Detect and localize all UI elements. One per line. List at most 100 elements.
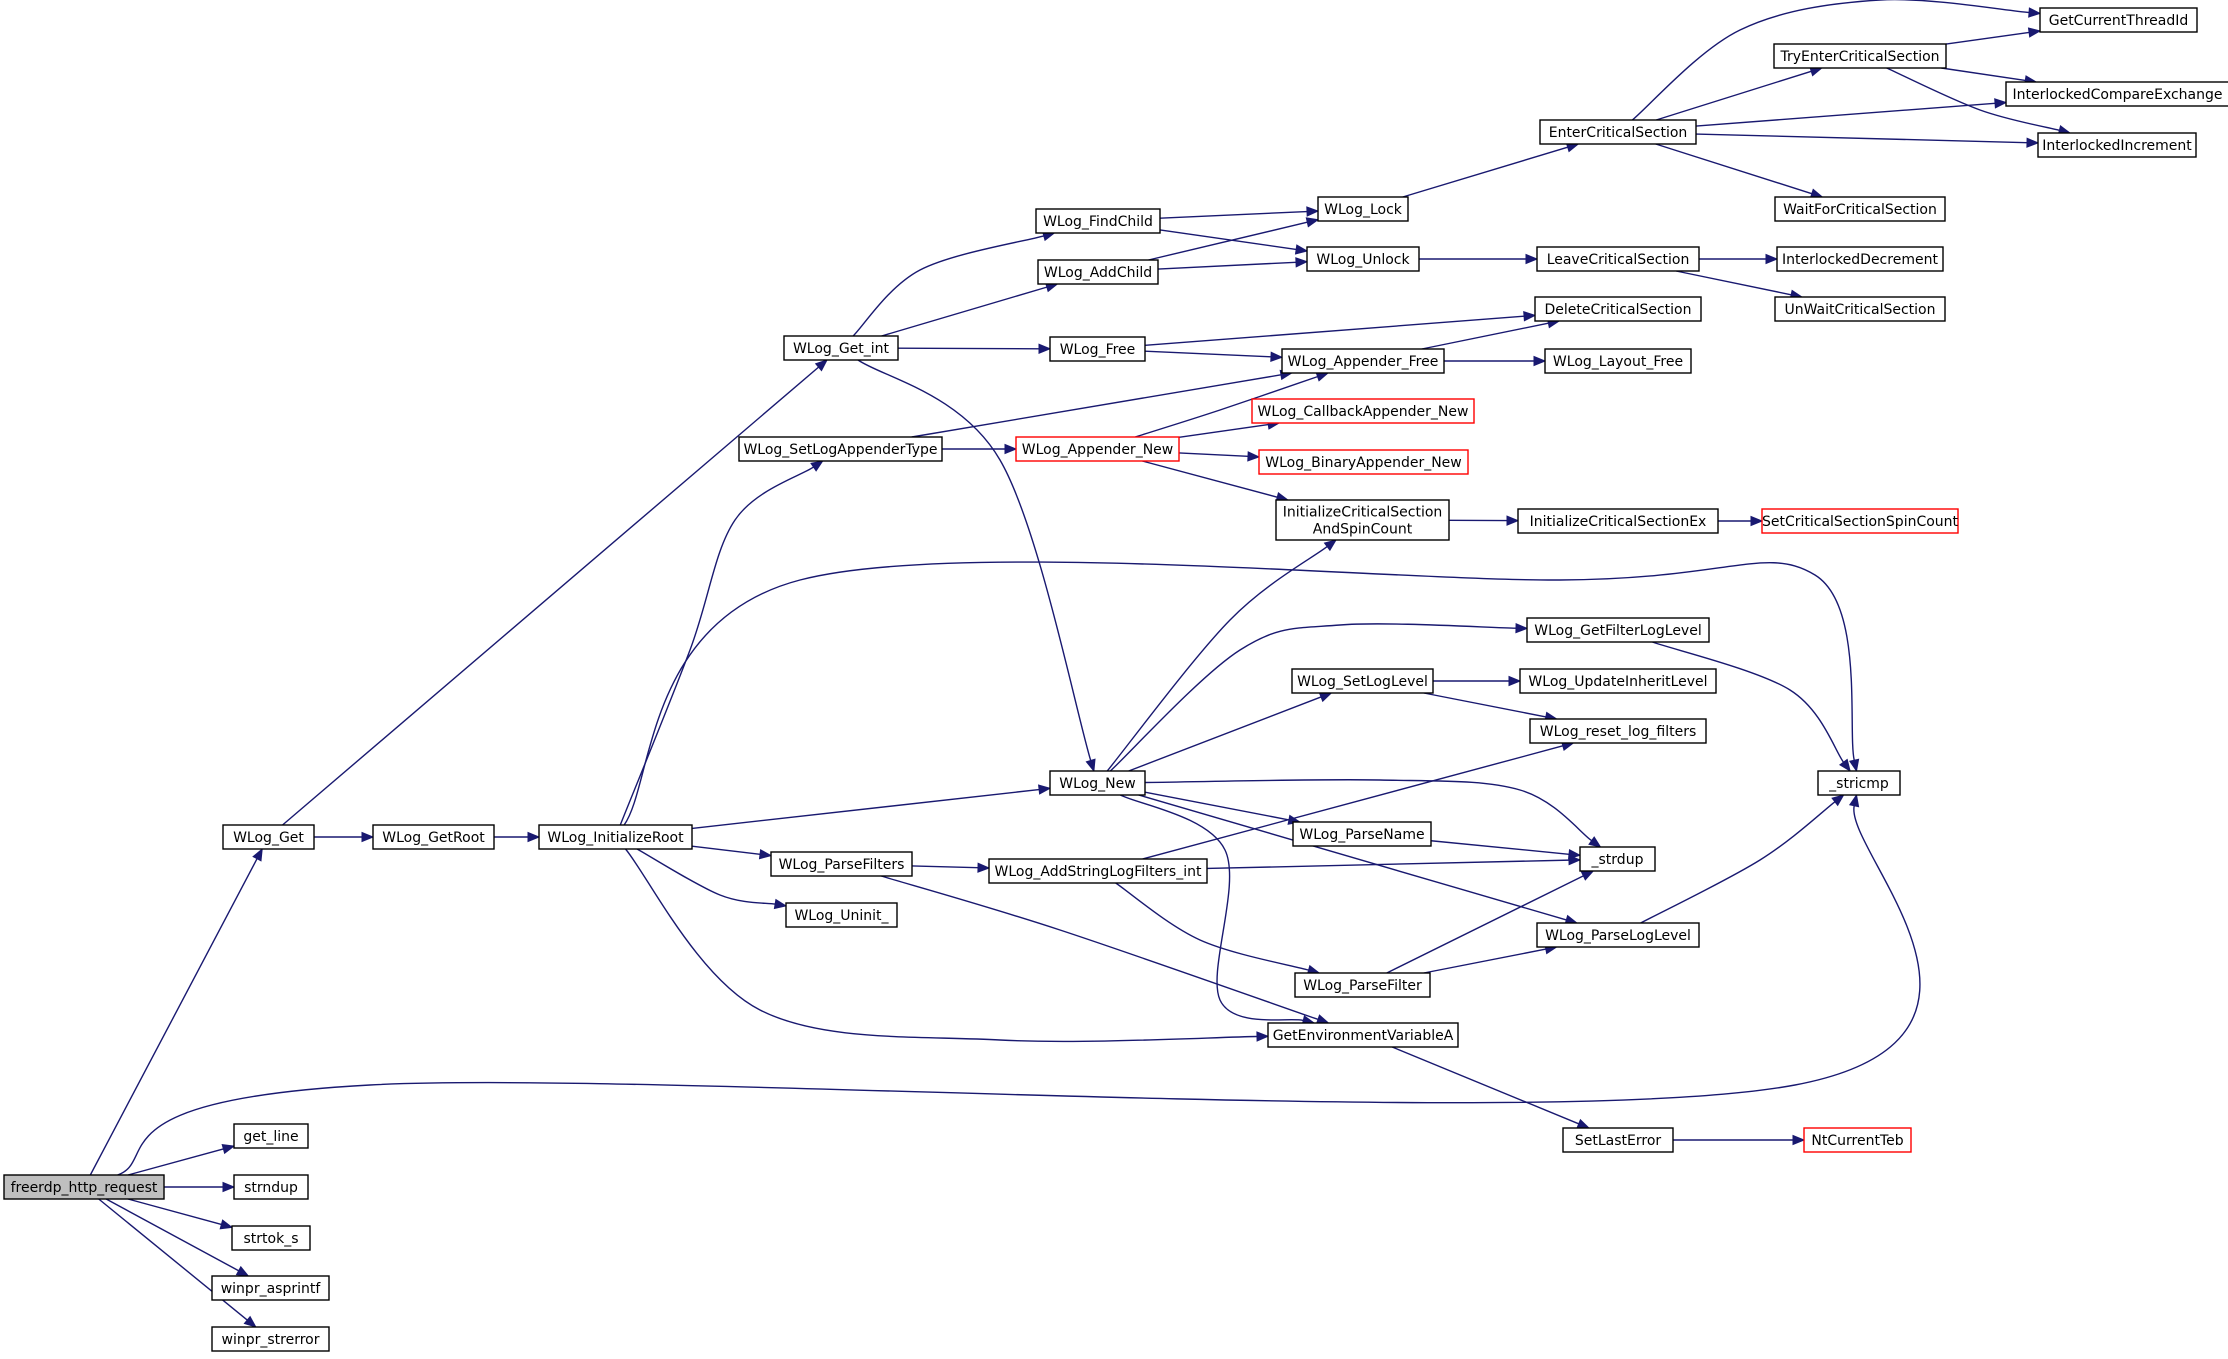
- node-box: [1773, 43, 1947, 69]
- node-UnWaitCriticalSection[interactable]: UnWaitCriticalSection: [1774, 296, 1946, 322]
- node-_strdup[interactable]: _strdup: [1579, 846, 1656, 872]
- edge-WLog_Get_int-to-WLog_Free: [897, 343, 1052, 355]
- node-EnterCriticalSection[interactable]: EnterCriticalSection: [1539, 119, 1697, 145]
- node-WLog_Get[interactable]: WLog_Get: [222, 824, 315, 850]
- node-label: NtCurrentTeb: [1811, 1133, 1903, 1149]
- node-WLog_BinaryAppender_New[interactable]: WLog_BinaryAppender_New: [1258, 449, 1469, 475]
- edge-WLog_Get_int-to-WLog_FindChild: [852, 231, 1056, 337]
- node-label: _stricmp: [1828, 776, 1889, 792]
- edge-line: [1402, 146, 1568, 198]
- node-label: WLog_Unlock: [1316, 252, 1410, 268]
- node-WLog_reset_log_filters[interactable]: WLog_reset_log_filters: [1529, 718, 1707, 744]
- node-box: [1049, 336, 1146, 362]
- node-GetCurrentThreadId[interactable]: GetCurrentThreadId: [2039, 7, 2198, 33]
- node-get_line[interactable]: get_line: [233, 1123, 309, 1149]
- edge-WLog_Unlock-to-LeaveCriticalSection: [1419, 253, 1539, 265]
- node-WaitForCriticalSection[interactable]: WaitForCriticalSection: [1774, 196, 1946, 222]
- node-box: [1817, 770, 1901, 796]
- node-WLog_Layout_Free[interactable]: WLog_Layout_Free: [1544, 348, 1692, 374]
- edge-line: [1159, 210, 1308, 219]
- node-DeleteCriticalSection[interactable]: DeleteCriticalSection: [1534, 296, 1702, 322]
- node-WLog_SetLogAppenderType[interactable]: WLog_SetLogAppenderType: [738, 436, 943, 462]
- node-WLog_New[interactable]: WLog_New: [1049, 770, 1146, 796]
- node-WLog_Appender_Free[interactable]: WLog_Appender_Free: [1281, 348, 1445, 374]
- node-WLog_AddStringLogFilters_int[interactable]: WLog_AddStringLogFilters_int: [988, 858, 1208, 884]
- arrowhead-icon: [2028, 7, 2042, 18]
- arrowhead-icon: [243, 1315, 257, 1328]
- node-label: TryEnterCriticalSection: [1779, 49, 1939, 65]
- node-WLog_UpdateInheritLevel[interactable]: WLog_UpdateInheritLevel: [1519, 668, 1717, 694]
- node-WLog_ParseFilter[interactable]: WLog_ParseFilter: [1294, 972, 1431, 998]
- edge-SetLastError-to-NtCurrentTeb: [1673, 1134, 1806, 1146]
- node-InterlockedIncrement[interactable]: InterlockedIncrement: [2037, 132, 2197, 158]
- node-label: InterlockedDecrement: [1782, 252, 1938, 268]
- node-box: [231, 1225, 311, 1251]
- node-strndup[interactable]: strndup: [233, 1174, 309, 1200]
- node-NtCurrentTeb[interactable]: NtCurrentTeb: [1803, 1127, 1912, 1153]
- node-label: WLog_BinaryAppender_New: [1265, 455, 1461, 471]
- edge-line: [1206, 859, 1570, 870]
- node-_stricmp[interactable]: _stricmp: [1817, 770, 1901, 796]
- node-SetCriticalSectionSpinCount[interactable]: SetCriticalSectionSpinCount: [1761, 508, 1959, 534]
- edge-WLog_SetLogAppenderType-to-WLog_Appender_Free: [911, 369, 1294, 438]
- edge-WLog_InitializeRoot-to-WLog_Uninit_: [636, 848, 788, 910]
- node-WLog_SetLogLevel[interactable]: WLog_SetLogLevel: [1291, 668, 1434, 694]
- arrowhead-icon: [221, 1144, 236, 1155]
- node-InitializeCriticalSectionEx[interactable]: InitializeCriticalSectionEx: [1517, 508, 1719, 534]
- node-WLog_CallbackAppender_New[interactable]: WLog_CallbackAppender_New: [1251, 398, 1475, 424]
- node-WLog_Appender_New[interactable]: WLog_Appender_New: [1015, 436, 1180, 462]
- node-label: WLog_Free: [1060, 342, 1136, 358]
- node-WLog_InitializeRoot[interactable]: WLog_InitializeRoot: [538, 824, 693, 850]
- edge-line: [1120, 794, 1304, 1022]
- edge-line: [911, 865, 979, 869]
- node-WLog_Unlock[interactable]: WLog_Unlock: [1306, 246, 1420, 272]
- node-strtok_s[interactable]: strtok_s: [231, 1225, 311, 1251]
- node-label: WLog_ParseFilters: [779, 857, 905, 873]
- node-freerdp_http_request[interactable]: freerdp_http_request: [3, 1174, 165, 1200]
- edge-line: [127, 1148, 224, 1176]
- node-label: WLog_Lock: [1324, 202, 1403, 218]
- node-label: WLog_GetFilterLogLevel: [1534, 623, 1701, 639]
- node-WLog_GetFilterLogLevel[interactable]: WLog_GetFilterLogLevel: [1526, 617, 1710, 643]
- edge-line: [1115, 882, 1309, 971]
- node-label: GetEnvironmentVariableA: [1273, 1028, 1454, 1044]
- node-WLog_FindChild[interactable]: WLog_FindChild: [1035, 208, 1161, 234]
- node-SetLastError[interactable]: SetLastError: [1562, 1127, 1674, 1153]
- node-WLog_Get_int[interactable]: WLog_Get_int: [783, 335, 899, 361]
- node-InterlockedCompareExchange[interactable]: InterlockedCompareExchange: [2005, 81, 2228, 107]
- edge-line: [1652, 641, 1845, 763]
- node-winpr_asprintf[interactable]: winpr_asprintf: [211, 1275, 330, 1301]
- arrowhead-icon: [1848, 758, 1860, 773]
- arrowhead-icon: [1533, 355, 1547, 367]
- arrowhead-icon: [1306, 206, 1320, 217]
- edge-WLog_Appender_Free-to-DeleteCriticalSection: [1421, 318, 1561, 350]
- edge-line: [624, 848, 1258, 1043]
- edge-WLog_New-to-WLog_ParseLogLevel: [1138, 794, 1579, 925]
- node-WLog_Uninit_[interactable]: WLog_Uninit_: [785, 902, 898, 928]
- node-WLog_ParseFilters[interactable]: WLog_ParseFilters: [770, 851, 913, 877]
- node-WLog_ParseLogLevel[interactable]: WLog_ParseLogLevel: [1536, 922, 1700, 948]
- node-WLog_ParseName[interactable]: WLog_ParseName: [1292, 821, 1432, 847]
- node-box: [2037, 132, 2197, 158]
- node-label: InitializeCriticalSectionEx: [1530, 514, 1707, 530]
- edge-WLog_FindChild-to-WLog_Unlock: [1159, 229, 1309, 255]
- node-GetEnvironmentVariableA[interactable]: GetEnvironmentVariableA: [1267, 1022, 1459, 1048]
- edge-InitializeCriticalSectionAndSpinCount-to-InitializeCriticalSectionEx: [1448, 515, 1520, 526]
- node-WLog_Free[interactable]: WLog_Free: [1049, 336, 1146, 362]
- node-winpr_strerror[interactable]: winpr_strerror: [211, 1326, 330, 1352]
- node-WLog_Lock[interactable]: WLog_Lock: [1317, 196, 1409, 222]
- node-box: [538, 824, 693, 850]
- node-WLog_GetRoot[interactable]: WLog_GetRoot: [372, 824, 495, 850]
- edge-line: [897, 347, 1040, 350]
- arrowhead-icon: [1270, 351, 1284, 363]
- node-TryEnterCriticalSection[interactable]: TryEnterCriticalSection: [1773, 43, 1947, 69]
- edge-WLog_SetLogAppenderType-to-WLog_Appender_New: [942, 443, 1018, 455]
- node-WLog_AddChild[interactable]: WLog_AddChild: [1037, 259, 1159, 285]
- node-InterlockedDecrement[interactable]: InterlockedDecrement: [1776, 246, 1944, 272]
- node-LeaveCriticalSection[interactable]: LeaveCriticalSection: [1536, 246, 1700, 272]
- edge-line: [1695, 102, 1996, 127]
- node-box: [1579, 846, 1656, 872]
- node-box: [1292, 821, 1432, 847]
- edge-line: [1675, 270, 1792, 296]
